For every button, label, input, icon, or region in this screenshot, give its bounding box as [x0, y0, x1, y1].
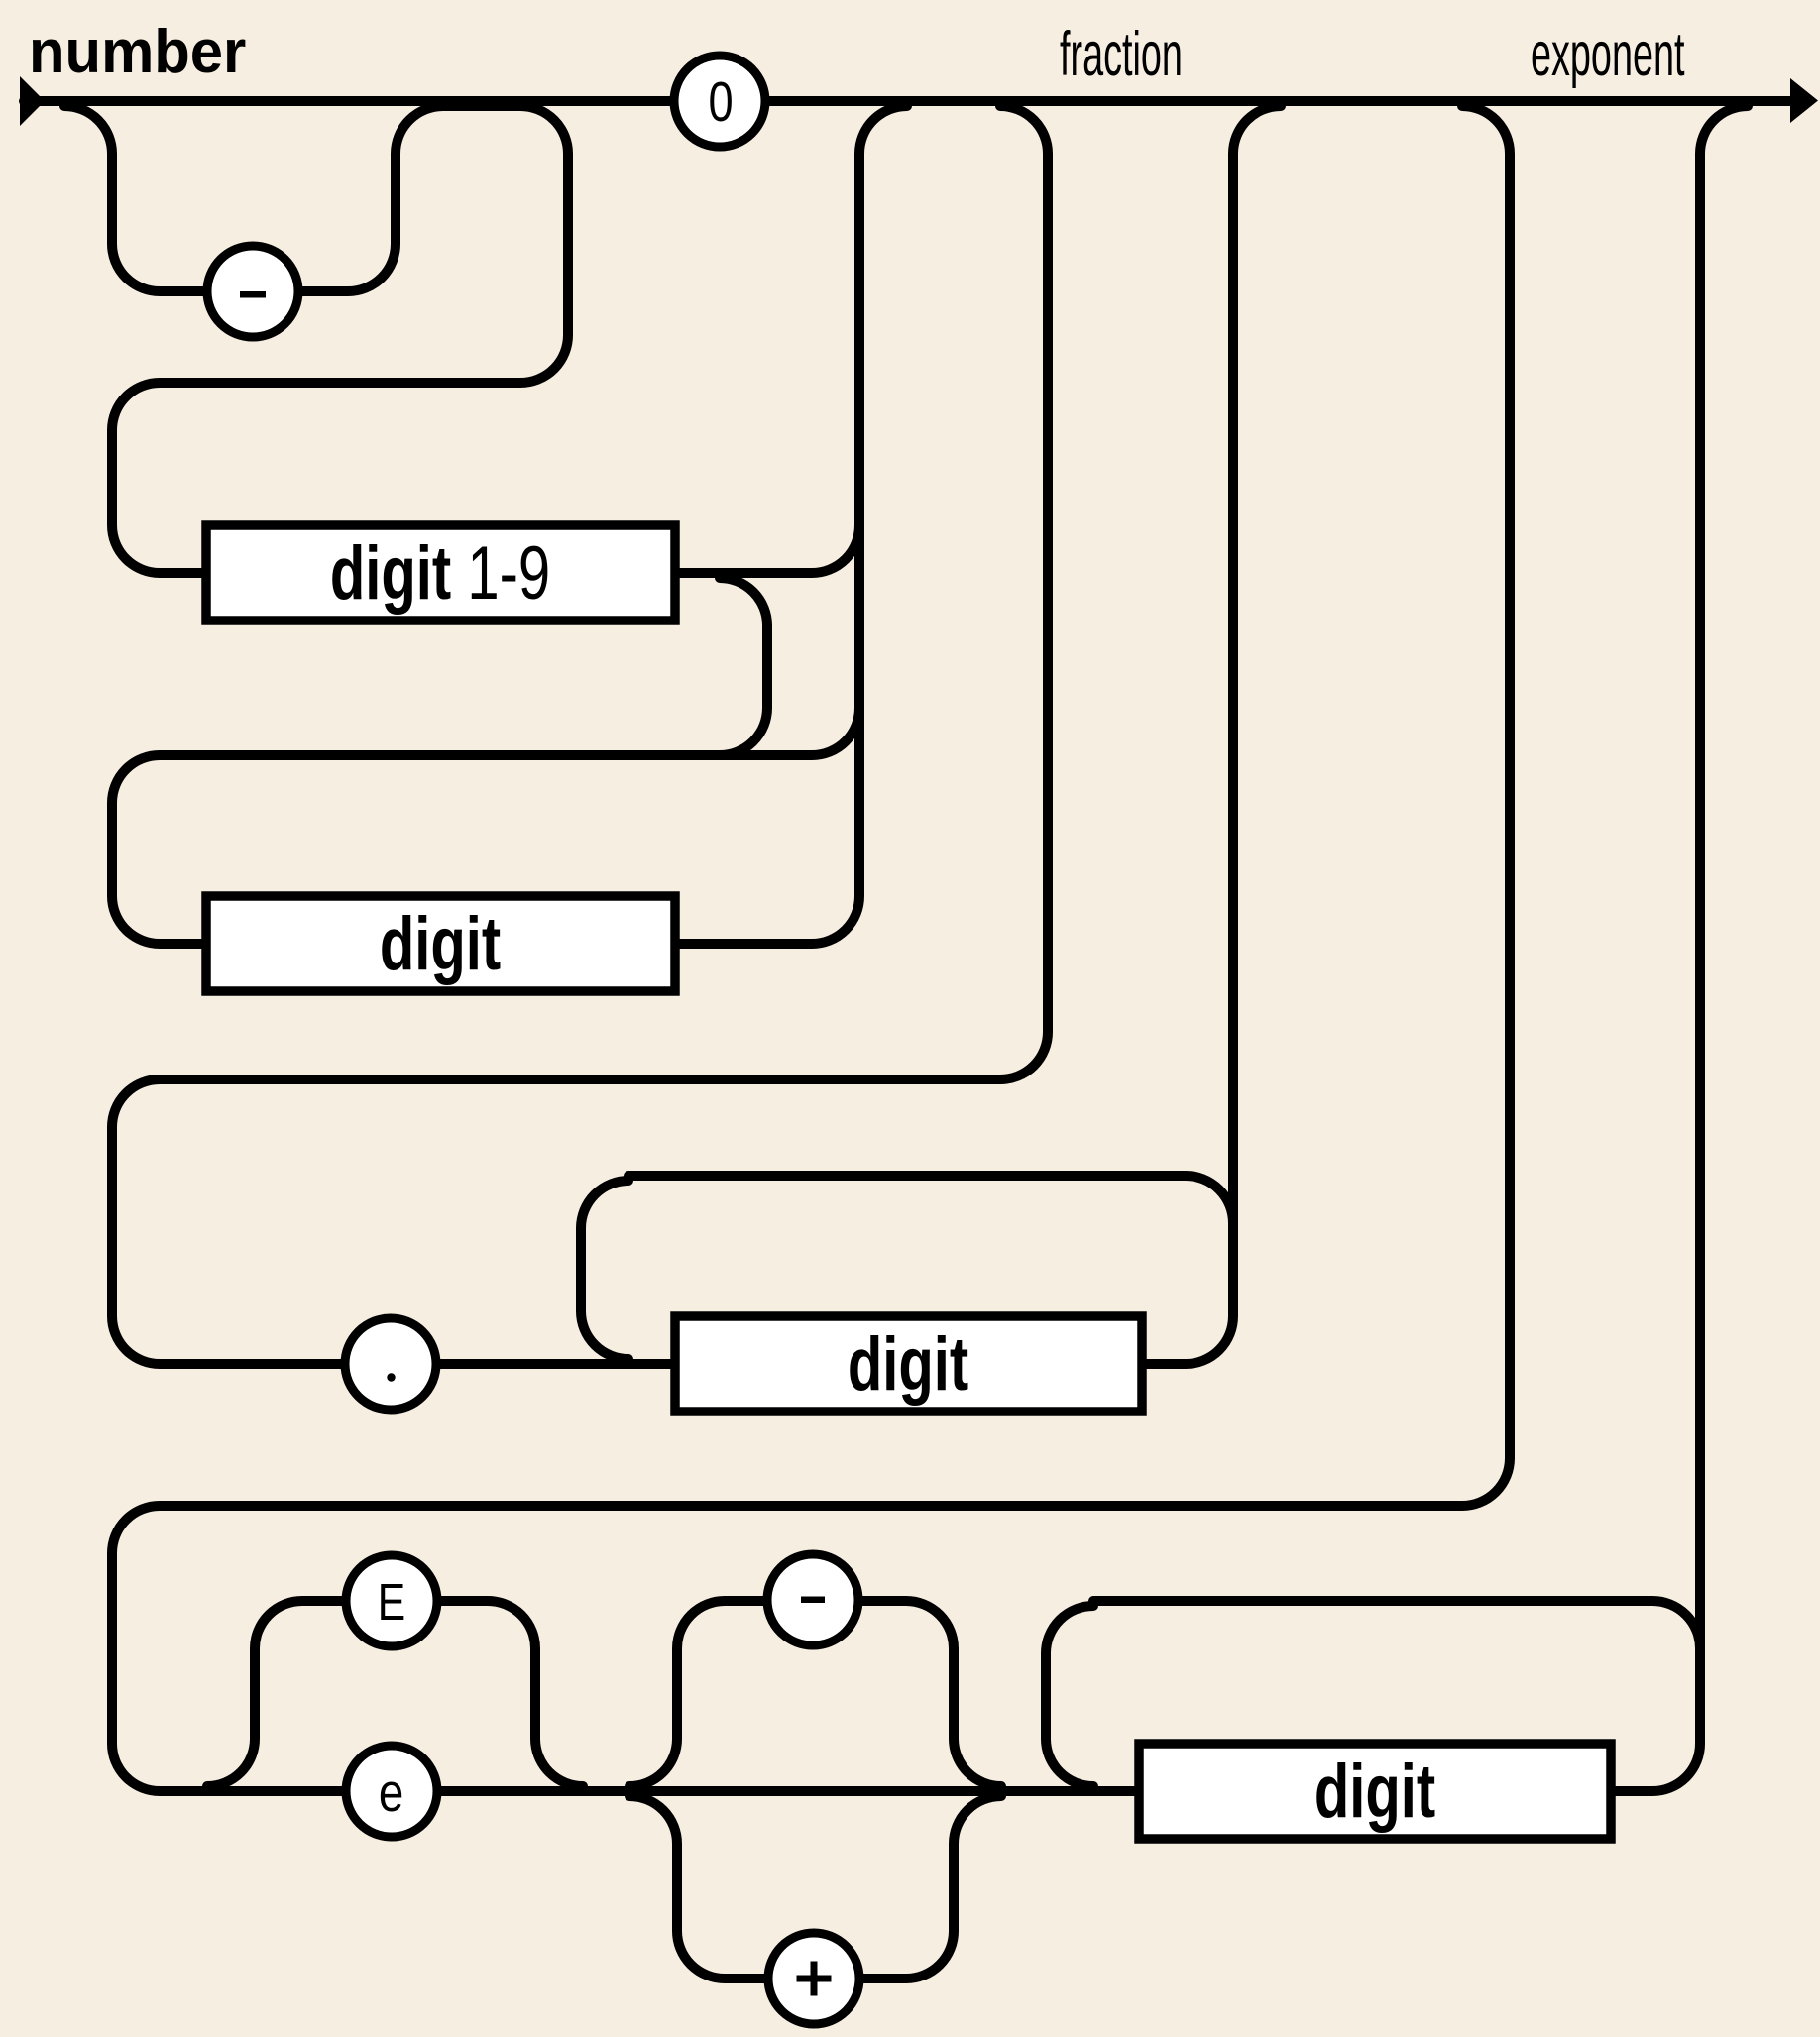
- svg-text:digit 1-9: digit 1-9: [330, 532, 550, 616]
- svg-text:0: 0: [708, 70, 733, 133]
- svg-text:fraction: fraction: [1060, 20, 1183, 89]
- svg-text:E: E: [378, 1574, 405, 1632]
- svg-text:digit: digit: [380, 903, 501, 986]
- svg-text:exponent: exponent: [1531, 20, 1685, 89]
- svg-text:digit: digit: [848, 1323, 968, 1407]
- svg-text:digit: digit: [1314, 1751, 1435, 1834]
- svg-text:e: e: [379, 1761, 403, 1823]
- svg-text:number: number: [29, 17, 246, 85]
